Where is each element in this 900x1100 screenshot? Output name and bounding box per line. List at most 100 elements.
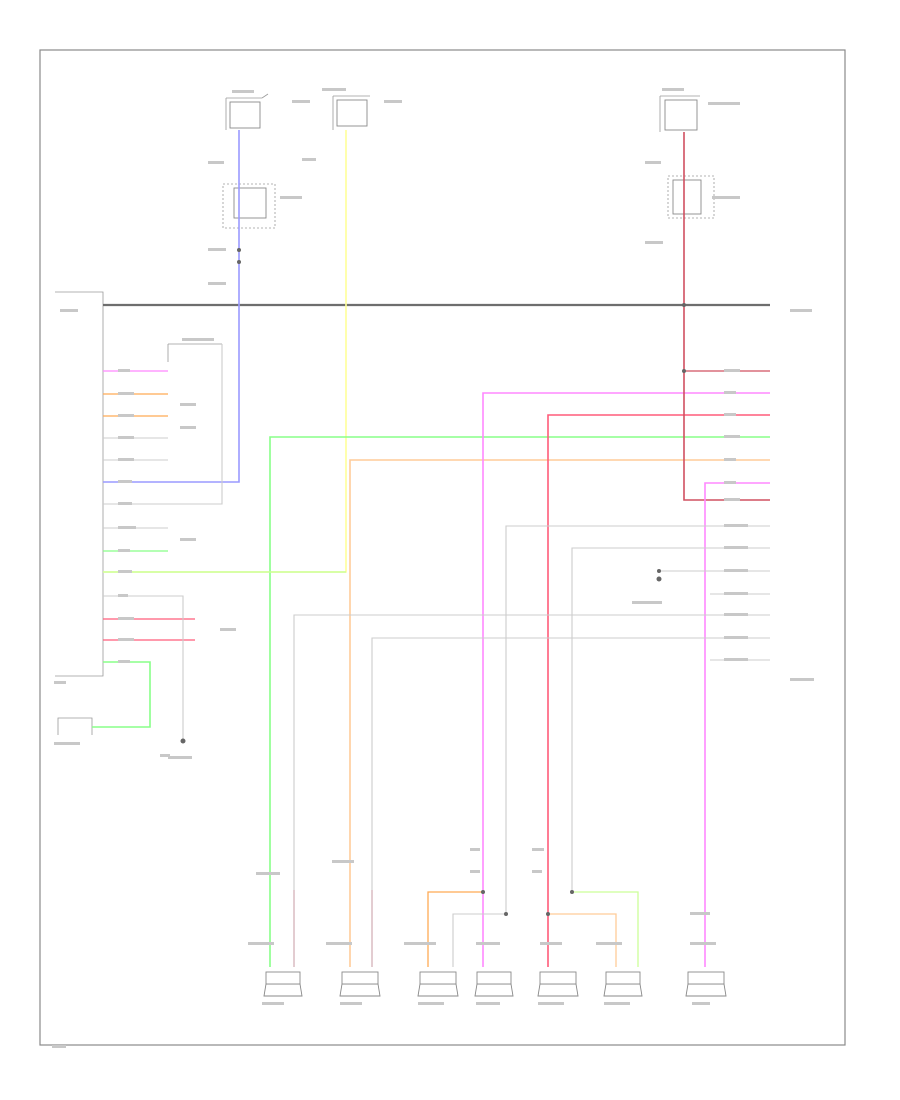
wire-green [269, 436, 770, 967]
label-mark-18 [118, 392, 134, 395]
label-mark-51 [724, 636, 748, 639]
wire-orange [349, 459, 770, 967]
wire-pink-sub [704, 482, 770, 967]
label-mark-25 [118, 549, 130, 552]
splice-dot-6 [546, 912, 550, 916]
label-mark-11 [645, 241, 663, 244]
wire-gray-5 [293, 614, 770, 967]
label-mark-70 [340, 1002, 362, 1005]
label-marks [52, 88, 814, 1048]
wire-pink-main [482, 392, 770, 967]
splice-dot-2 [682, 369, 686, 373]
label-mark-35 [54, 681, 66, 684]
speaker-rear-left [339, 971, 381, 997]
label-mark-26 [118, 570, 132, 573]
label-mark-69 [262, 1002, 284, 1005]
label-mark-0 [232, 90, 254, 93]
label-mark-52 [724, 658, 748, 661]
label-mark-32 [180, 426, 196, 429]
wire-gray-4 [103, 595, 184, 741]
label-mark-43 [724, 458, 736, 461]
label-mark-20 [118, 436, 134, 439]
label-mark-31 [180, 403, 196, 406]
relay-left [222, 183, 276, 229]
label-mark-62 [248, 942, 274, 945]
label-mark-61 [690, 912, 710, 915]
splices [237, 248, 686, 916]
label-mark-30 [118, 660, 130, 663]
label-mark-74 [604, 1002, 630, 1005]
wire-orange-tw [427, 891, 483, 967]
speaker-front-tweeter-right [603, 971, 643, 997]
label-mark-17 [118, 369, 130, 372]
splice-dot-8 [682, 303, 686, 307]
label-mark-39 [724, 369, 740, 372]
steering-switch [57, 717, 93, 735]
label-mark-48 [724, 569, 748, 572]
fuse-left [225, 93, 269, 130]
label-mark-27 [118, 594, 128, 597]
fuse-center [332, 95, 370, 130]
wire-lg-tw [572, 891, 639, 967]
splice-dot-7 [657, 569, 661, 573]
wire-red-main [547, 414, 770, 967]
wires [92, 130, 770, 967]
label-mark-73 [538, 1002, 564, 1005]
label-mark-1 [322, 88, 346, 91]
ground-symbol-left [180, 738, 186, 744]
wire-yellow [103, 130, 347, 573]
label-mark-5 [708, 102, 740, 105]
wire-gray-2 [103, 344, 223, 505]
label-mark-65 [476, 942, 500, 945]
label-mark-38 [168, 756, 192, 759]
label-mark-36 [54, 742, 80, 745]
label-mark-22 [118, 480, 132, 483]
label-mark-37 [160, 754, 170, 757]
label-mark-50 [724, 613, 748, 616]
speaker-front-tweeter-left [417, 971, 459, 997]
label-mark-71 [418, 1002, 444, 1005]
splice-dot-4 [570, 890, 574, 894]
label-mark-49 [724, 592, 748, 595]
label-mark-23 [118, 502, 132, 505]
label-mark-6 [302, 158, 316, 161]
speaker-front-left-door [263, 971, 303, 997]
label-mark-14 [60, 309, 78, 312]
label-mark-21 [118, 458, 134, 461]
relay-right [667, 175, 715, 219]
label-mark-55 [256, 872, 280, 875]
label-mark-24 [118, 526, 136, 529]
label-mark-60 [532, 870, 542, 873]
label-mark-41 [724, 413, 736, 416]
speaker-rear-right [474, 971, 514, 997]
label-mark-19 [118, 414, 134, 417]
wire-dark-red [683, 132, 770, 501]
wire-gray-8 [571, 547, 770, 892]
label-mark-53 [632, 601, 662, 604]
label-mark-13 [712, 196, 740, 199]
label-mark-7 [208, 161, 224, 164]
label-mark-44 [724, 481, 736, 484]
label-mark-2 [662, 88, 684, 91]
label-mark-9 [208, 282, 226, 285]
label-mark-29 [118, 638, 134, 641]
splice-dot-5 [504, 912, 508, 916]
label-mark-54 [790, 678, 814, 681]
label-mark-12 [280, 196, 302, 199]
label-mark-33 [180, 538, 196, 541]
diagram-frame [39, 49, 846, 1046]
label-mark-46 [724, 524, 748, 527]
label-mark-59 [532, 848, 544, 851]
speaker-front-right-door [537, 971, 579, 997]
label-mark-66 [540, 942, 562, 945]
label-mark-8 [208, 248, 226, 251]
label-mark-75 [692, 1002, 710, 1005]
label-mark-58 [470, 870, 480, 873]
label-mark-40 [724, 391, 736, 394]
fuse-right [659, 95, 700, 132]
label-mark-34 [220, 628, 236, 631]
ground-symbol-right [656, 576, 662, 582]
label-mark-3 [292, 100, 310, 103]
label-mark-67 [596, 942, 622, 945]
